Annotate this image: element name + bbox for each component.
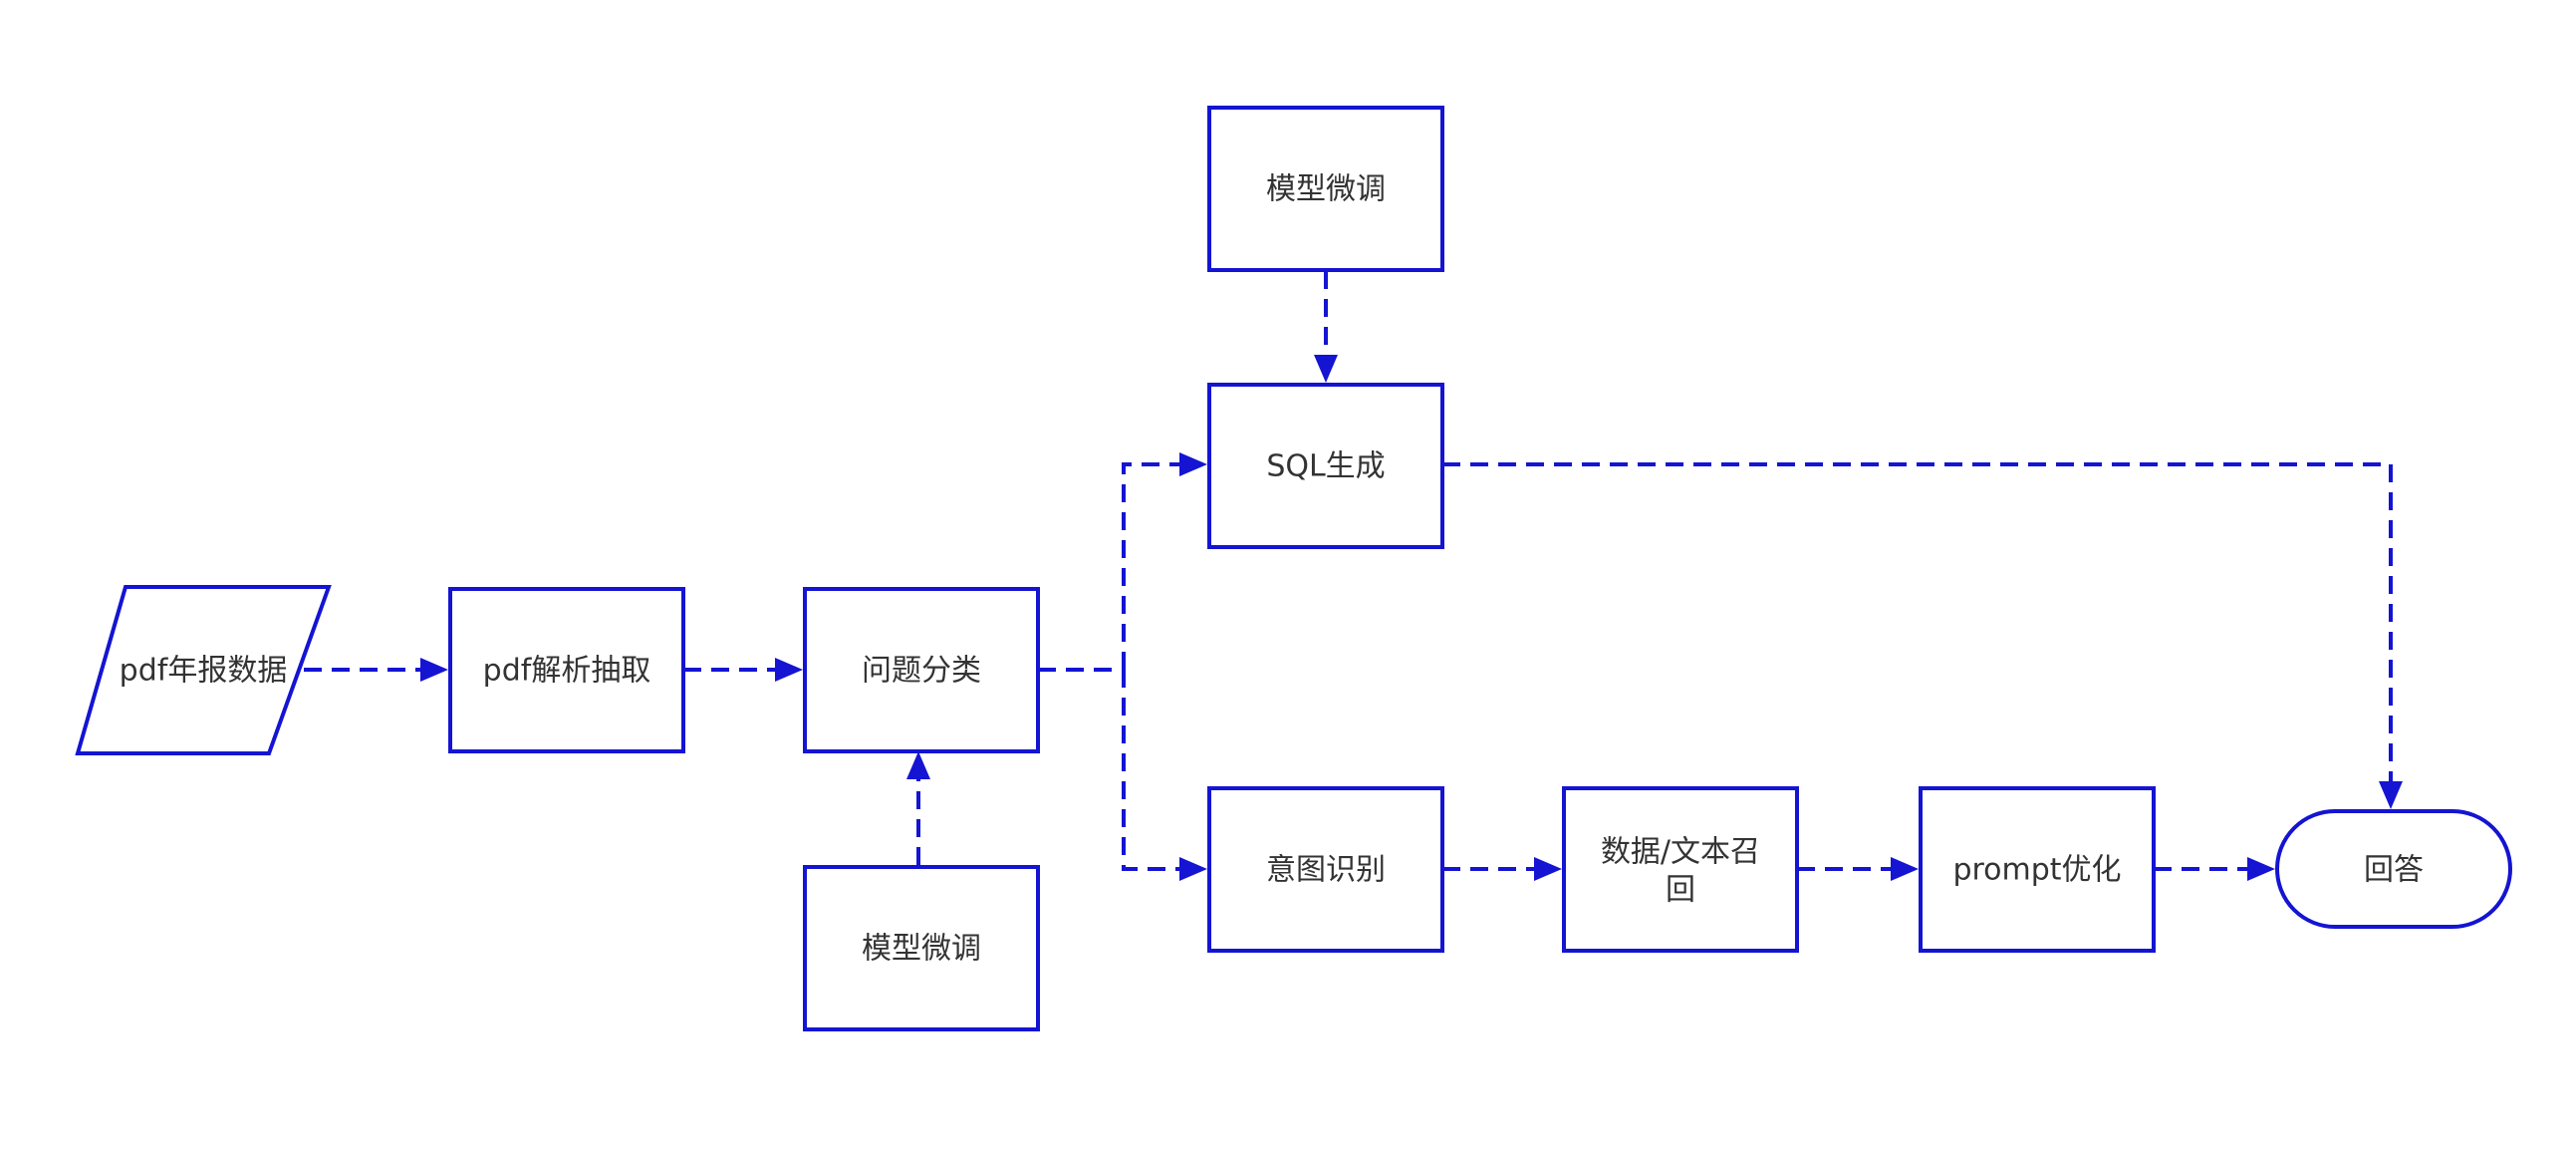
node-label-recall-line1: 数据/文本召	[1601, 835, 1760, 870]
arrowhead-sql-gen	[1179, 452, 1207, 476]
node-pdf-parse: pdf解析抽取	[448, 587, 685, 753]
node-finetune-top: 模型微调	[1207, 106, 1444, 272]
node-label-pdf-parse: pdf解析抽取	[483, 654, 651, 689]
node-question-classify: 问题分类	[803, 587, 1040, 753]
rect-shape	[803, 865, 1040, 1031]
rect-shape	[448, 587, 685, 753]
rect-shape	[1207, 786, 1444, 953]
node-label-prompt-opt: prompt优化	[1952, 853, 2121, 888]
node-label-recall-line2: 回	[1666, 873, 1695, 908]
edge-sql-gen-to-answer	[1442, 462, 2393, 783]
edge-branch-to-sql-gen	[1122, 462, 1181, 670]
arrowhead-prompt-opt	[1891, 857, 1919, 881]
node-recall: 数据/文本召 回	[1562, 786, 1799, 953]
arrowhead-intent	[1179, 857, 1207, 881]
node-label-finetune-bottom: 模型微调	[862, 932, 981, 967]
arrowhead-sql-gen-top	[1314, 355, 1338, 383]
node-pdf-data: pdf年报数据	[75, 585, 332, 755]
arrowhead-recall	[1534, 857, 1562, 881]
node-label-sql-gen: SQL生成	[1266, 449, 1385, 484]
node-label-answer: 回答	[2364, 853, 2424, 888]
arrowhead-question-classify-bottom	[906, 751, 930, 779]
arrowhead-pdf-parse	[420, 658, 448, 682]
terminator-shape	[2275, 809, 2512, 929]
node-label-question-classify: 问题分类	[862, 654, 981, 689]
rect-shape	[803, 587, 1040, 753]
edges	[304, 271, 2403, 881]
node-answer: 回答	[2275, 809, 2512, 929]
parallelogram-shape	[75, 585, 332, 755]
rect-shape	[1207, 106, 1444, 272]
node-label-intent: 意图识别	[1266, 853, 1386, 888]
arrowhead-answer-top	[2379, 781, 2403, 809]
node-prompt-opt: prompt优化	[1919, 786, 2156, 953]
node-finetune-bottom: 模型微调	[803, 865, 1040, 1031]
node-label-pdf-data: pdf年报数据	[120, 654, 288, 689]
node-sql-gen: SQL生成	[1207, 383, 1444, 549]
node-intent: 意图识别	[1207, 786, 1444, 953]
rect-shape	[1207, 383, 1444, 549]
rect-shape	[1919, 786, 2156, 953]
rect-shape	[1562, 786, 1799, 953]
edge-branch-to-intent	[1122, 670, 1181, 871]
node-label-finetune-top: 模型微调	[1266, 172, 1386, 207]
arrowhead-question-classify	[775, 658, 803, 682]
arrowhead-answer-left	[2247, 857, 2275, 881]
